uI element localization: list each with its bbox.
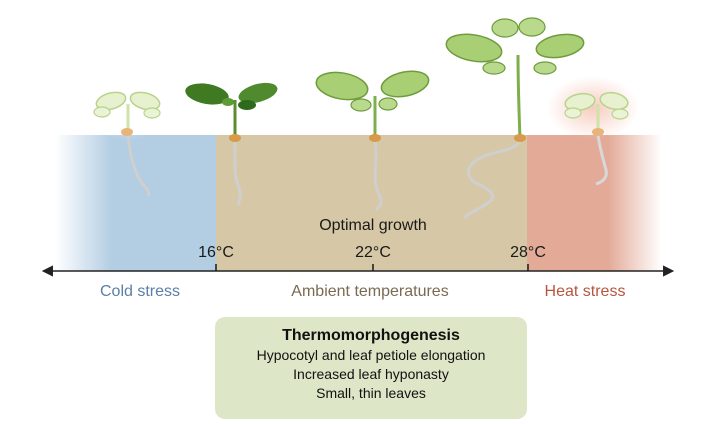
optimal-growth-label: Optimal growth — [319, 217, 427, 234]
cold-zone — [55, 135, 217, 271]
elongated-seedling-icon — [445, 17, 585, 220]
temp-label-28: 28°C — [510, 244, 546, 261]
heat-glow — [547, 76, 639, 140]
heat-zone — [527, 135, 662, 271]
box-line: Small, thin leaves — [316, 385, 426, 401]
pale-seedling-icon — [564, 91, 629, 186]
box-line: Increased leaf hyponasty — [293, 366, 449, 382]
temp-label-22: 22°C — [355, 244, 391, 261]
pale-seedling-icon — [93, 91, 161, 197]
cold-glow — [80, 76, 172, 140]
seedling-icon — [315, 70, 430, 212]
temp-label-16: 16°C — [198, 244, 234, 261]
ambient-temperatures-label: Ambient temperatures — [291, 283, 449, 300]
box-line: Hypocotyl and leaf petiole elongation — [256, 347, 486, 363]
box-title: Thermomorphogenesis — [282, 327, 460, 344]
dark-seedling-icon — [185, 82, 278, 206]
ambient-zone — [216, 135, 528, 271]
cold-stress-label: Cold stress — [99, 283, 181, 300]
heat-stress-label: Heat stress — [544, 283, 626, 300]
thermomorphogenesis-box: Thermomorphogenesis Hypocotyl and leaf p… — [215, 317, 527, 419]
